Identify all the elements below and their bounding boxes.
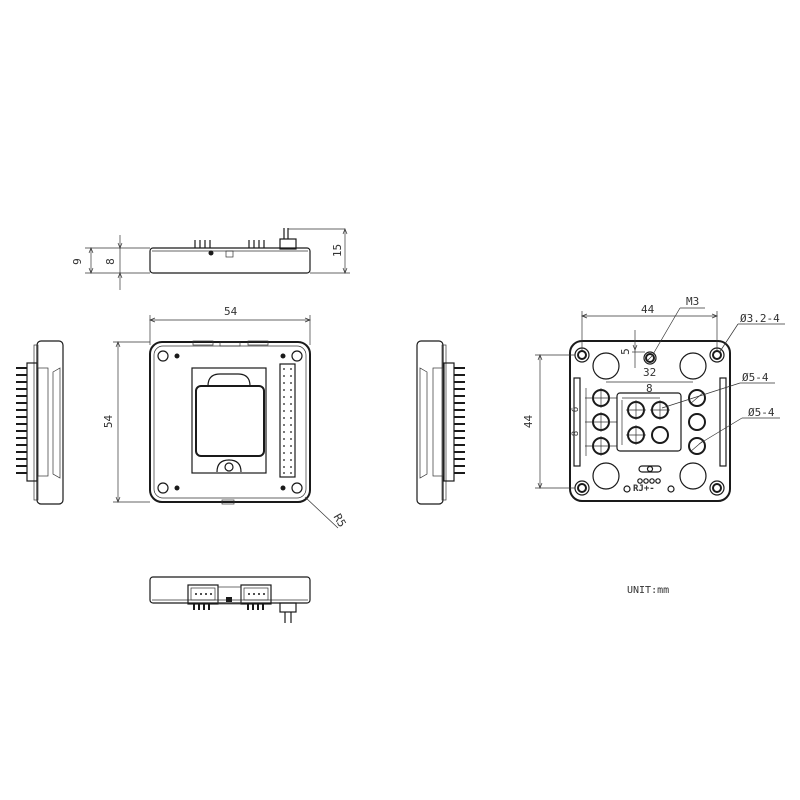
dim-thread-offset-v: 5 (618, 348, 632, 355)
side-view-left (16, 340, 64, 505)
dim-center-spacing: 8 (646, 382, 653, 395)
back-view (535, 307, 785, 502)
side-view-bottom (149, 576, 311, 623)
dim-front-height: 54 (102, 414, 116, 429)
callout-hole-1: Ø5-4 (742, 371, 769, 384)
dim-thread-offset-h: 32 (643, 366, 657, 379)
dim-side-total-height: 15 (331, 243, 345, 258)
dim-left-col-spacing-2: 8 (571, 430, 582, 437)
front-view (113, 315, 339, 529)
dim-left-col-spacing-1: 6 (571, 406, 582, 413)
unit-label: UNIT:mm (627, 585, 670, 596)
dim-front-width: 54 (224, 305, 238, 318)
dim-mount-spacing-v: 44 (522, 414, 536, 429)
callout-thread: M3 (686, 295, 700, 308)
dim-side-inner-height: 8 (103, 258, 117, 265)
silkscreen-label: RJ+- (633, 484, 655, 494)
side-view-right (416, 340, 465, 505)
callout-mount-holes: Ø3.2-4 (740, 312, 780, 325)
callout-hole-2: Ø5-4 (748, 406, 775, 419)
side-view-top (85, 228, 350, 290)
dim-mount-spacing-h: 44 (641, 303, 655, 316)
dim-side-outer-height: 9 (70, 258, 84, 265)
